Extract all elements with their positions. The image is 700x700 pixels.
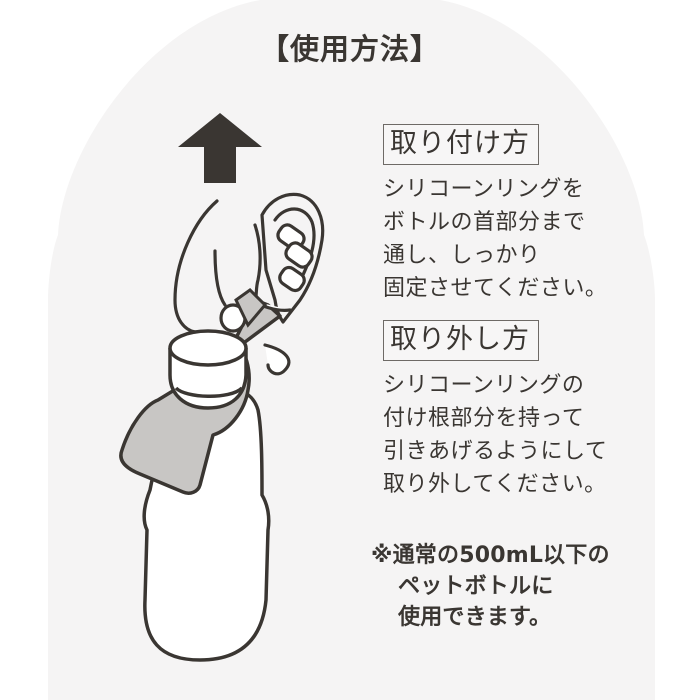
note-line: 使用できます。: [398, 605, 552, 630]
instruction-line: ボトルの首部分まで: [383, 210, 586, 235]
instruction-line: シリコーンリングを: [383, 177, 585, 202]
note-line: ペットボトルに: [398, 574, 554, 599]
compatibility-note: ※通常の500mL以下の ペットボトルに 使用できます。: [371, 540, 610, 633]
hand-icon: [173, 199, 291, 376]
bottle-cap-icon: [168, 329, 248, 410]
page-title: 【使用方法】: [259, 32, 440, 66]
note-line: ※通常の500mL以下の: [371, 543, 610, 568]
instruction-line: 付け根部分を持って: [383, 406, 585, 431]
instruction-line: 固定させてください。: [383, 276, 608, 301]
remove-instructions: シリコーンリングの 付け根部分を持って 引きあげるようにして 取り外してください…: [383, 369, 607, 501]
attach-section: 取り付け方 シリコーンリングを ボトルの首部分まで 通し、しっかり 固定させてく…: [383, 124, 607, 305]
remove-heading: 取り外し方: [383, 320, 539, 361]
attach-instructions: シリコーンリングを ボトルの首部分まで 通し、しっかり 固定させてください。: [383, 173, 607, 305]
remove-section: 取り外し方 シリコーンリングの 付け根部分を持って 引きあげるようにして 取り外…: [383, 320, 607, 501]
carabiner-icon: [248, 192, 325, 324]
attach-heading: 取り付け方: [383, 124, 539, 165]
instruction-line: 取り外してください。: [383, 472, 607, 497]
instruction-line: シリコーンリングの: [383, 373, 585, 398]
ring-strap-icon: [234, 288, 268, 328]
instruction-line: 引きあげるようにして: [383, 439, 608, 464]
up-arrow-icon: [178, 113, 262, 183]
instruction-line: 通し、しっかり: [383, 243, 541, 268]
